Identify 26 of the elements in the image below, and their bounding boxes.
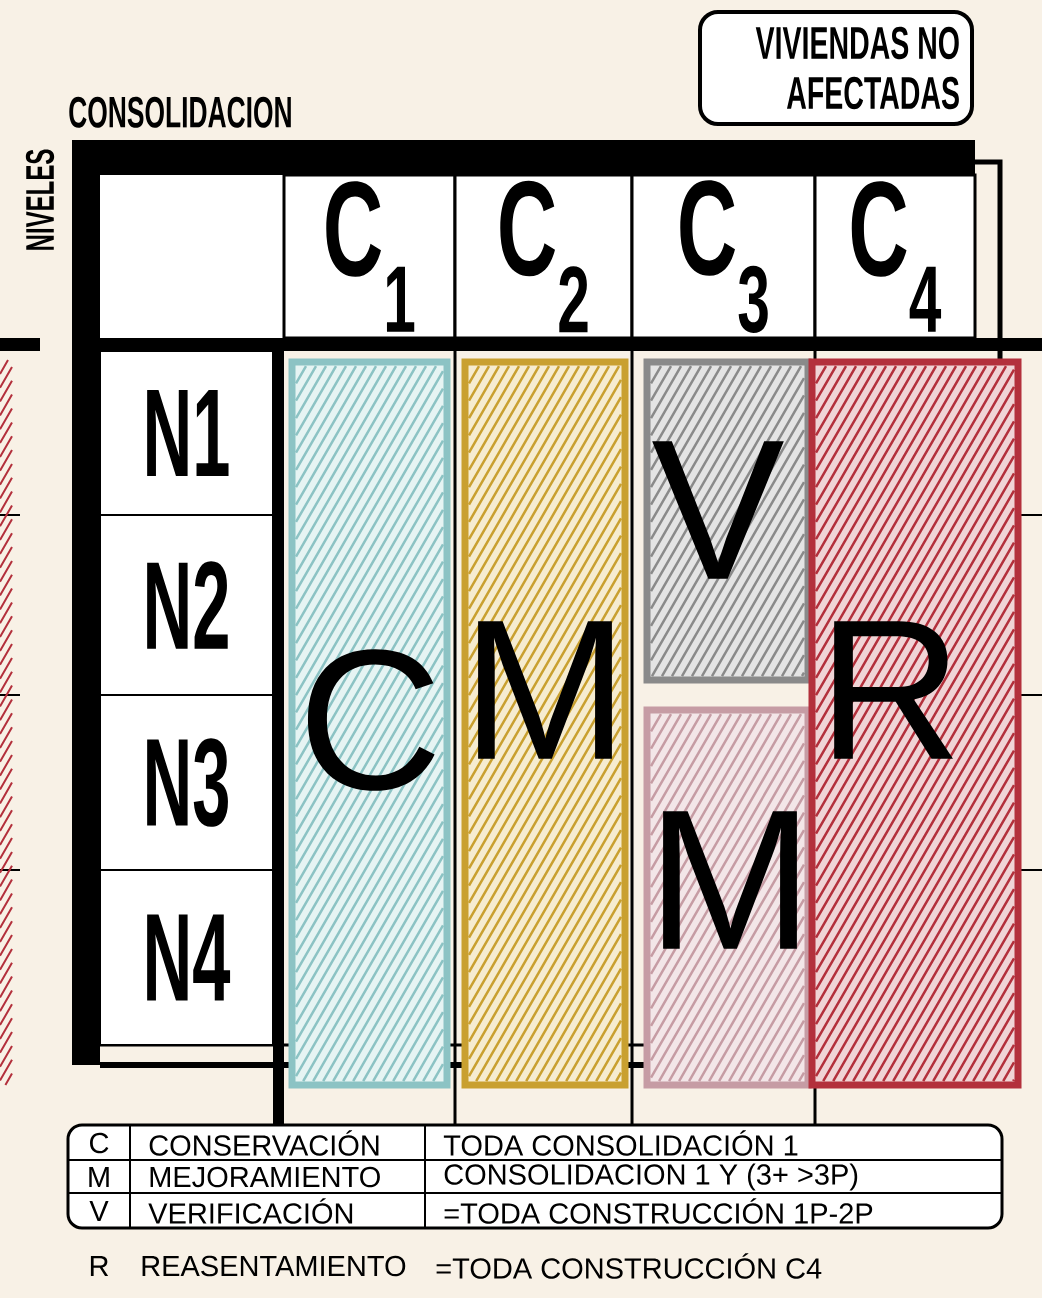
hatched-band: C [288,358,451,1089]
legend-text: REASENTAMIENTO [142,1255,406,1277]
column-header: C$_{2}$ [453,173,634,340]
column-header: C$_{3}$ [630,173,817,340]
table-cell: TODA CONSOLIDACIÓN 1 [443,1130,798,1156]
legend-text: =TODA CONSTRUCCIÓN C4 [436,1253,822,1279]
axis-label: CONSOLIDACION [69,96,291,128]
table-cell: C [90,1132,109,1154]
legend-text: R [90,1256,109,1276]
table-cell: VERIFICACIÓN [148,1198,353,1224]
table-cell: MEJORAMIENTO [150,1166,380,1188]
column-header: C$_{4}$ [813,173,977,340]
axis-label: NIVELES [25,149,55,250]
table-cell: M [89,1167,109,1187]
table-cell: =TODA CONSTRUCCIÓN 1P-2P [444,1198,873,1224]
table-cell: V [89,1201,109,1221]
row-header: N4 [99,869,274,1046]
hatched-band: V [643,358,812,684]
row-header: N3 [99,694,274,871]
hatched-band: M [643,706,812,1089]
note-box: VIVIENDAS NO AFECTADAS [698,10,974,126]
row-header: N2 [99,514,274,696]
table-cell: CONSOLIDACION 1 Y (3+ >3P) [444,1163,858,1191]
table-cell: CONSERVACIÓN [149,1130,379,1156]
row-header: N1 [99,350,274,516]
column-header: C$_{1}$ [282,173,457,340]
